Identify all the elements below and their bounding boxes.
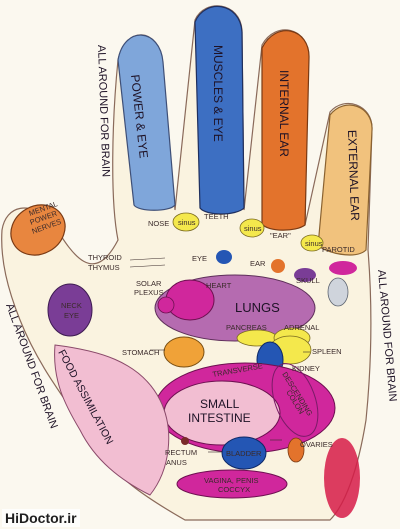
- kidney-label: KIDNEY: [292, 364, 320, 373]
- sinus-pad-2: [239, 218, 265, 238]
- sinus-pad-1: [172, 212, 200, 232]
- little-finger-zone: [317, 104, 373, 256]
- middle-finger-zone: [194, 5, 245, 215]
- intestine-label: INTESTINE: [188, 411, 251, 425]
- skull-spot: [327, 277, 349, 307]
- ovary-spot: [287, 437, 305, 463]
- small-label: SMALL: [200, 397, 240, 411]
- parotid-spot: [329, 261, 357, 275]
- neck-label: NECK: [61, 301, 82, 310]
- anus-label: ANUS: [166, 458, 187, 467]
- vagina-label: VAGINA, PENIS: [204, 476, 258, 485]
- ring-finger-label: INTERNAL EAR: [277, 70, 291, 157]
- little-finger-label: EXTERNAL EAR: [345, 130, 362, 222]
- thymus-label: THYMUS: [88, 263, 120, 272]
- plexus-label: PLEXUS: [134, 288, 164, 297]
- ovaries-label: OVARIES: [300, 440, 333, 449]
- food-assimilation-band: [54, 344, 170, 496]
- left-top-brain-label: ALL AROUND FOR BRAIN: [95, 45, 112, 178]
- sinus-label-2: sinus: [244, 224, 262, 233]
- right-brain-label: ALL AROUND FOR BRAIN: [375, 269, 398, 402]
- solar-label: SOLAR: [136, 279, 162, 288]
- adrenal-label: ADRENAL: [284, 323, 319, 332]
- nose-label: NOSE: [148, 219, 169, 228]
- heart-inner: [157, 296, 175, 314]
- stomach-zone: [163, 336, 205, 368]
- lungs-label: LUNGS: [235, 300, 280, 315]
- descending-inner: [271, 363, 319, 437]
- eye-label: EYE: [192, 254, 207, 263]
- teeth-label: TEETH: [204, 212, 229, 221]
- index-finger-zone: [117, 34, 176, 211]
- thyroid-label: THYROID: [88, 253, 122, 262]
- spleen-label: SPLEEN: [312, 347, 342, 356]
- leader-lines: [129, 257, 310, 453]
- ear-label: EAR: [250, 259, 266, 268]
- neck-eye-zone: [47, 283, 93, 337]
- watermark: HiDoctor.ir: [2, 509, 80, 527]
- bladder-zone: [221, 436, 267, 470]
- coccyx-label: COCCYX: [218, 485, 250, 494]
- ear-spot: [271, 259, 285, 273]
- rectum-spot: [181, 437, 189, 445]
- skull-label: SKULL: [296, 276, 320, 285]
- parotid-label: PAROTID: [322, 245, 355, 254]
- stomach-label: STOMACH: [122, 348, 159, 357]
- sinus-pad-3: [300, 234, 324, 252]
- pancreas-label: PANCREAS: [226, 323, 267, 332]
- sinus-label-1: sinus: [178, 218, 196, 227]
- wrist-accent: [324, 438, 360, 518]
- ear-quote-label: "EAR": [270, 231, 291, 240]
- heart-label: HEART: [206, 281, 232, 290]
- bladder-label: BLADDER: [226, 449, 262, 458]
- eye-spot: [216, 250, 232, 264]
- ear-dark-spot: [294, 268, 316, 282]
- thumb-tip-zone: [10, 204, 66, 256]
- vagina-zone: [176, 469, 288, 499]
- ring-finger-zone: [261, 30, 310, 231]
- sinus-label-3: sinus: [305, 239, 323, 248]
- eye-neck-label: EYE: [64, 311, 79, 320]
- rectum-label: RECTUM: [165, 448, 197, 457]
- middle-finger-label: MUSCLES & EYE: [211, 45, 225, 142]
